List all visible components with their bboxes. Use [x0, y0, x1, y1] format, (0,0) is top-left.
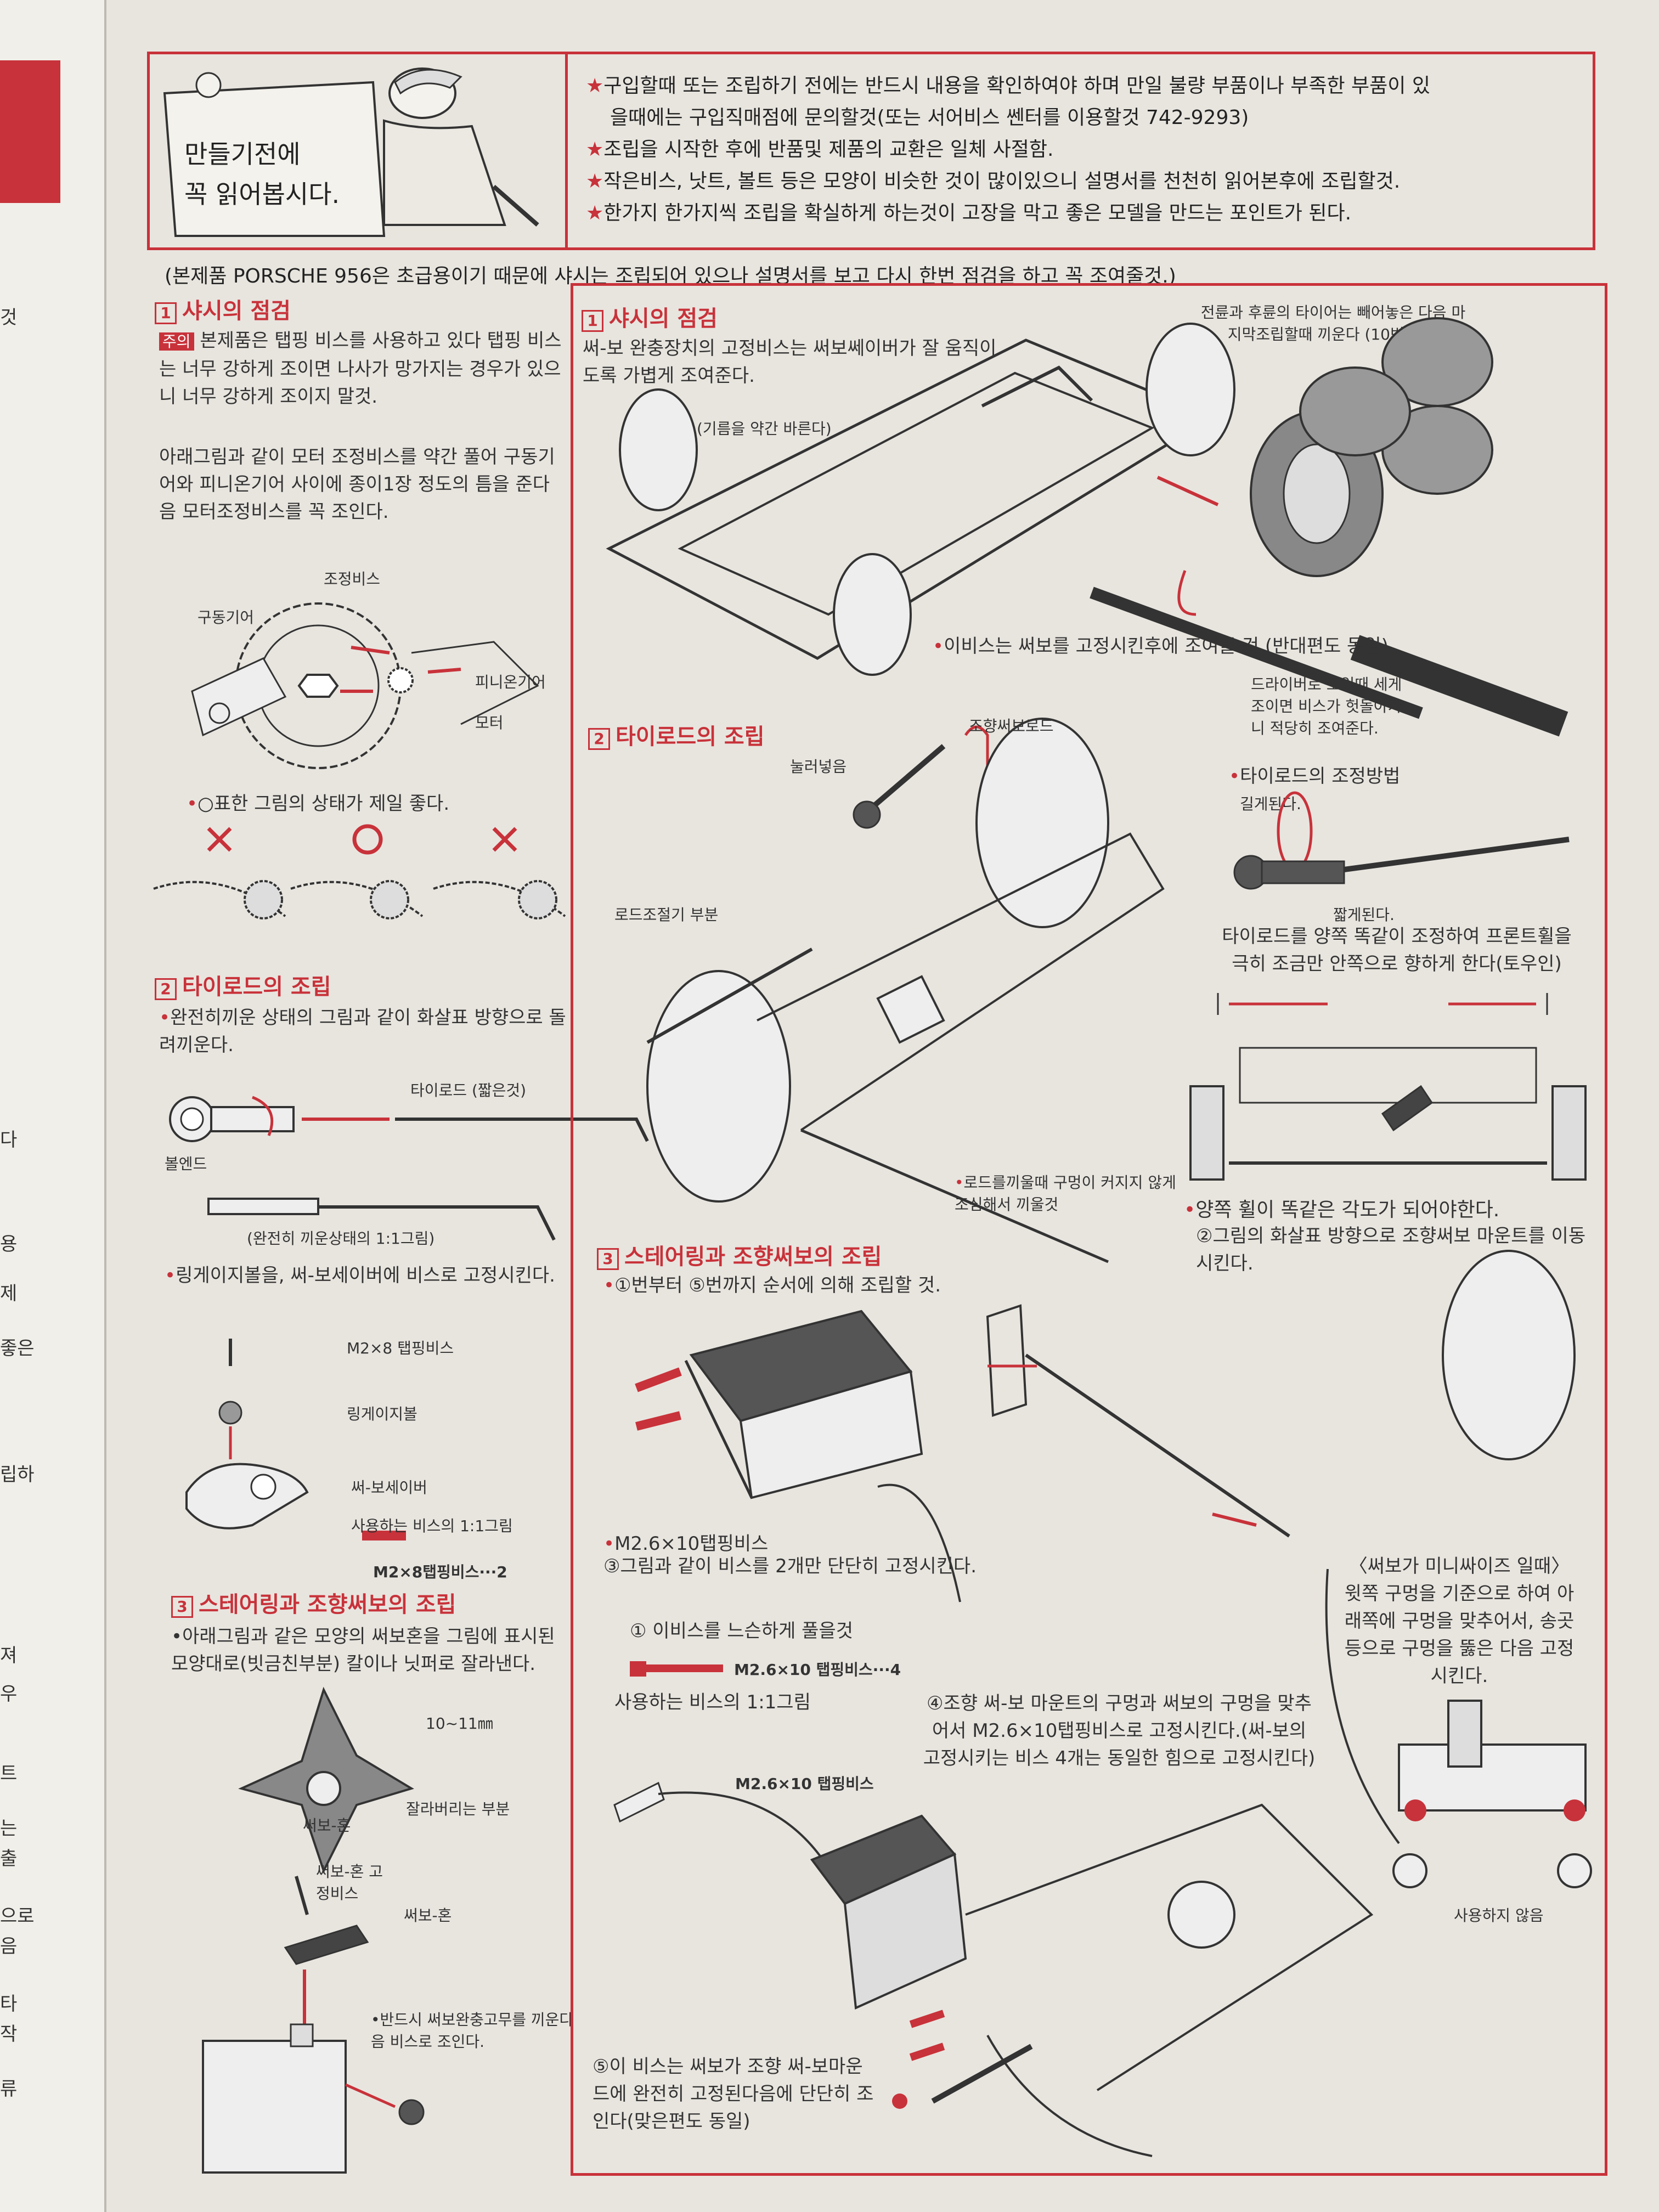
header-divider [565, 54, 568, 247]
scale-caption-right: 사용하는 비스의 1:1그림 [614, 1691, 811, 1713]
label-servo-rod: 조향써보로드 [969, 717, 1054, 735]
adjust-title: •타이로드의 조정방법 [1229, 765, 1401, 787]
header-box [147, 52, 1595, 250]
gear-diagram [154, 571, 571, 769]
left-page-edge: 것 다 용 제 좋은 립하 져 우 트 는 출 으로 음 타 작 류 [0, 0, 106, 2212]
angle-note: •양쪽 휠이 똑같은 각도가 되어야한다. [1184, 1199, 1500, 1221]
horn-size: 10~11㎜ [426, 1714, 493, 1733]
longer-label: 길게된다. [1240, 795, 1301, 813]
servo-mount-illustration [603, 1250, 1585, 1646]
sign-line2: 꼭 읽어봅시다. [184, 179, 340, 209]
left-s1-text: 아래그림과 같이 모터 조정비스를 약간 풀어 구동기어와 피니온기어 사이에 … [159, 446, 555, 523]
toe-text: 타이로드를 양쪽 똑같이 조정하여 프론트휠을 극히 조금만 안쪽으로 향하게 … [1222, 926, 1572, 975]
chassis-illustration [598, 307, 1568, 737]
m26-bottom: M2.6×10 탭핑비스 [735, 1775, 874, 1793]
tierod-diagram [154, 1075, 680, 1251]
horn-cut-label: 잘라버리는 부분 [406, 1800, 510, 1818]
m26-count: M2.6×10 탭핑비스···4 [734, 1661, 901, 1679]
part-linkball: 링게이지볼 [347, 1405, 417, 1423]
m26-screw-icon [630, 1657, 729, 1679]
mechanic-illustration [163, 60, 549, 237]
sign-line1: 만들기전에 [184, 139, 301, 169]
step4-text: ④조향 써-보 마운트의 구멍과 써보의 구멍을 맞추어서 M2.6×10탭핑비… [923, 1692, 1316, 1769]
unused-label: 사용하지 않음 [1454, 1906, 1544, 1925]
left-s1-warning: 주의 본제품은 탭핑 비스를 사용하고 있다 탭핑 비스는 너무 강하게 조이면… [159, 330, 562, 408]
rod-note: •로드를끼울때 구멍이 커지지 않게 조심해서 끼울것 [955, 1173, 1176, 1214]
driver-note: 드라이버로 조일때 세게조이면 비스가 헛돌아가니 적당히 조여준다. [1251, 675, 1402, 737]
gear-label-motor: 모터 [475, 714, 504, 732]
adjust-diagram [1229, 791, 1580, 911]
shorter-label: 짧게된다. [1333, 906, 1395, 924]
m26-label: •M2.6×10탭핑비스 [603, 1533, 769, 1555]
note-1b: 을때에는 구입직매점에 문의할것(또는 서어비스 쎈터를 이용할것 742-92… [610, 106, 1249, 129]
step3-text: ③그림과 같이 비스를 2개만 단단히 고정시킨다. [603, 1555, 977, 1577]
note-3: 작은비스, 낫트, 볼트 등은 모양이 비슷한 것이 많이있으니 설명서를 천천… [603, 170, 1401, 193]
note-1: 구입할때 또는 조립하기 전에는 반드시 내용을 확인하여야 하며 만일 불량 … [603, 75, 1430, 97]
servo-note: •반드시 써보완충고무를 끼운다음 비스로 조인다. [371, 2011, 574, 2051]
screw-label-left: M2×8탭핑비스···2 [373, 1563, 507, 1581]
step2-text: ②그림의 화살표 방향으로 조향써보 마운트를 이동시킨다. [1196, 1225, 1586, 1274]
grease-note: (기름을 약간 바른다) [697, 420, 832, 438]
note-4: 한가지 한가지씩 조립을 확실하게 하는것이 고장을 막고 좋은 모델을 만드는… [603, 202, 1352, 224]
gear-note: •○표한 그림의 상태가 제일 좋다. [187, 793, 450, 815]
right-frame [571, 283, 1607, 2176]
horn-label-2: 써보-혼 [404, 1906, 452, 1925]
left-s3-text: •아래그림과 같은 모양의 써보혼을 그림에 표시된 모양대로(빗금친부분) 칼… [171, 1626, 555, 1675]
scale-caption-left: 사용하는 비스의 1:1그림 [351, 1517, 513, 1535]
full-caption: (완전히 끼운상태의 1:1그림) [247, 1229, 435, 1248]
header-notes: ★구입할때 또는 조립하기 전에는 반드시 내용을 확인하여야 하며 만일 불량… [586, 70, 1573, 229]
tierod-label: 타이로드 (짧은것) [410, 1081, 527, 1099]
step1-text: ① 이비스를 느슨하게 풀을것 [630, 1620, 853, 1642]
right-s1-text: 써-보 완충장치의 고정비스는 써보쎄이버가 잘 움직이도록 가볍게 조여준다. [583, 337, 997, 387]
steering-illustration [592, 713, 1174, 1263]
linkage-diagram [176, 1328, 560, 1547]
ballend-label: 볼엔드 [165, 1155, 207, 1173]
gear-label-adjust: 조정비스 [324, 570, 381, 588]
label-press: 눌러넣음 [790, 758, 847, 776]
s3-step: •①번부터 ⑤번까지 순서에 의해 조립할 것. [603, 1274, 941, 1296]
left-s2-text: •완전히끼운 상태의 그림과 같이 화살표 방향으로 돌려끼운다. [159, 1007, 566, 1056]
step5-text: ⑤이 비스는 써보가 조향 써-보마운드에 완전히 고정된다음에 단단히 조인다… [592, 2056, 874, 2132]
label-rod-adjuster: 로드조절기 부분 [614, 906, 719, 924]
gear-label-drive: 구동기어 [198, 608, 255, 627]
mini-servo-detail [1306, 1536, 1613, 1920]
horn-label-1: 써보-혼 [303, 1816, 351, 1835]
gear-label-pinion: 피니온기어 [475, 673, 546, 691]
linkage-text: •링게이지볼을, 써-보세이버에 비스로 고정시킨다. [165, 1265, 555, 1286]
horn-screw-label: 써보-혼 고정비스 [316, 1863, 383, 1903]
part-m2x8: M2×8 탭핑비스 [347, 1339, 454, 1357]
part-saver: 써-보세이버 [351, 1479, 427, 1497]
gear-mesh-comparison [153, 817, 571, 938]
toe-diagram [1185, 993, 1591, 1201]
note-2: 조립을 시작한 후에 반품및 제품의 교환은 일체 사절함. [603, 138, 1054, 161]
mini-note: 〈써보가 미니싸이즈 일때〉 윗쪽 구멍을 기준으로 하여 아래쪽에 구멍을 맞… [1344, 1555, 1575, 1687]
bottom-illustration [603, 1750, 1393, 2162]
horn-diagram [192, 1686, 576, 2183]
screw-note: •이비스는 써보를 고정시킨후에 조여줄 것.(반대편도 동일) [933, 635, 1389, 657]
